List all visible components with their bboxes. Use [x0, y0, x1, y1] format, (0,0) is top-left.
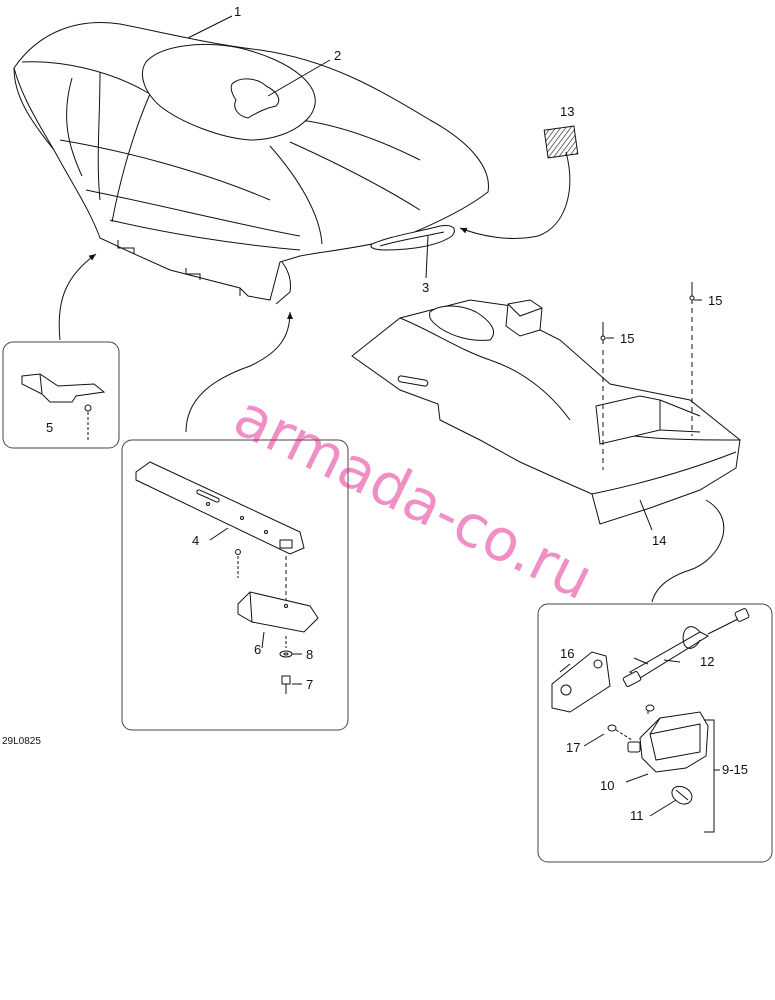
- callout-1: 1: [234, 4, 241, 19]
- detail-box-5: [2, 341, 120, 449]
- detail-box-light: [537, 603, 773, 863]
- callout-15-right: 15: [708, 293, 722, 308]
- drawing-code: 29L0825: [2, 736, 41, 747]
- seat-base: [351, 299, 741, 525]
- callout-6: 6: [254, 642, 261, 657]
- callout-12: 12: [700, 654, 714, 669]
- callout-10: 10: [600, 778, 614, 793]
- seat: [13, 22, 489, 305]
- stud-left: [600, 322, 606, 470]
- callout-17: 17: [566, 740, 580, 755]
- callout-2: 2: [334, 48, 341, 63]
- callout-16: 16: [560, 646, 574, 661]
- callout-3: 3: [422, 280, 429, 295]
- callout-14: 14: [652, 533, 666, 548]
- callout-8: 8: [306, 647, 313, 662]
- callout-13: 13: [560, 104, 574, 119]
- callout-9-15: 9-15: [722, 762, 748, 777]
- decal: [543, 125, 579, 159]
- callout-5: 5: [46, 420, 53, 435]
- callout-4: 4: [192, 533, 199, 548]
- callout-15-left: 15: [620, 331, 634, 346]
- stud-right: [689, 282, 695, 436]
- detail-box-4: [121, 439, 349, 731]
- leader-lines: [58, 15, 725, 603]
- callout-7: 7: [306, 677, 313, 692]
- callout-11: 11: [630, 808, 644, 823]
